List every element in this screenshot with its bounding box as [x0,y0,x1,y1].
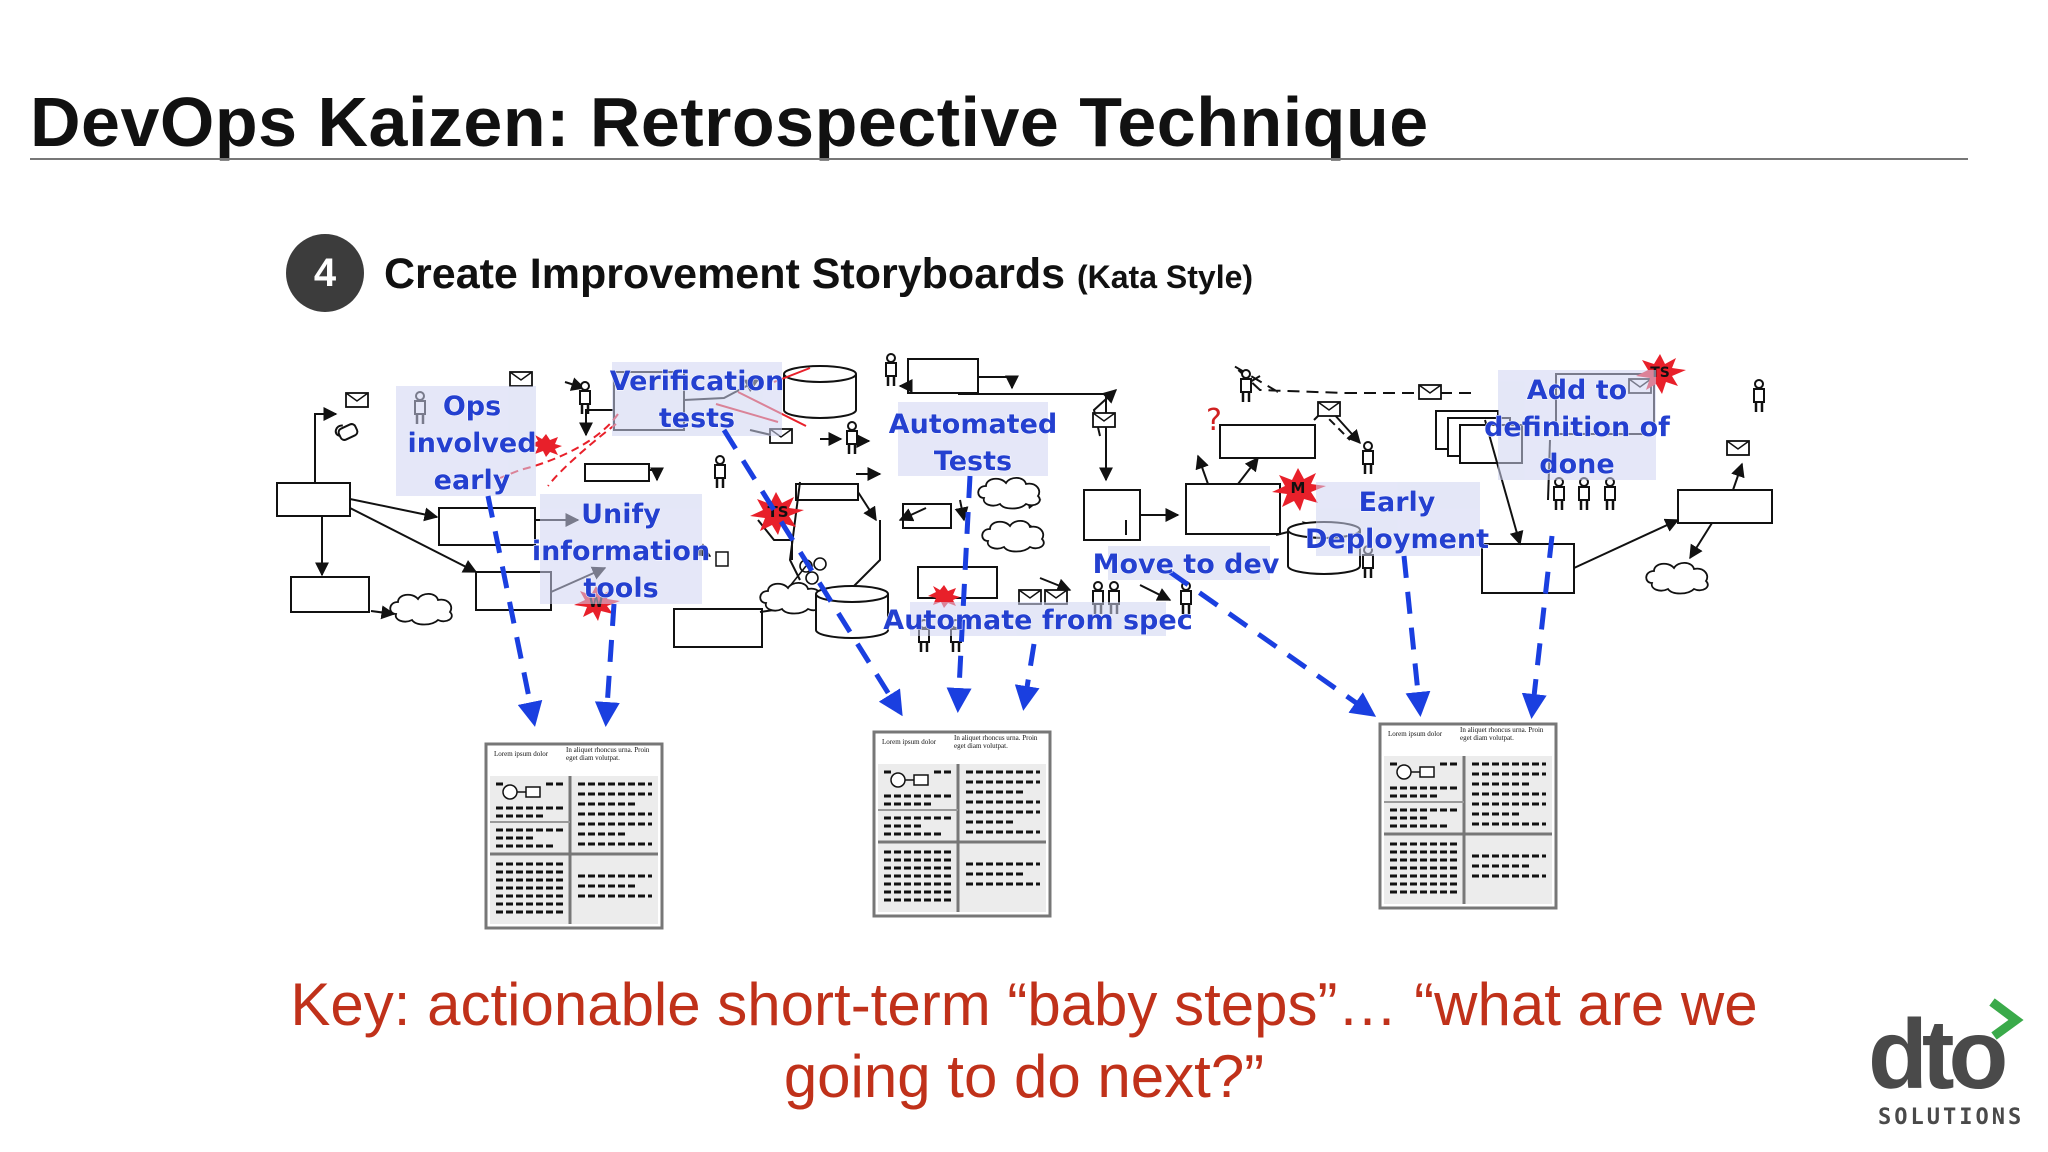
improvement-arrows [485,428,1555,727]
svg-text:definition of: definition of [1484,412,1670,443]
logo-wordmark: dto [1868,999,2005,1109]
dto-solutions-logo: dto SOLUTIONS [1868,998,2024,1130]
storyboard-2: Lorem ipsum dolor In aliquet rhoncus urn… [872,730,1052,918]
logo-chevron [1989,998,2024,1040]
key-message-line-2: going to do next?” [783,1043,1265,1110]
svg-text:eget diam volutpat.: eget diam volutpat. [566,754,620,762]
label-move-to-dev: Move to dev [1093,549,1280,580]
svg-text:eget diam volutpat.: eget diam volutpat. [1460,734,1514,742]
svg-text:In aliquet rhoncus urna. Proin: In aliquet rhoncus urna. Proin [954,734,1038,742]
burst-m-label: M [1291,479,1306,497]
step-heading: Create Improvement Storyboards (Kata Sty… [384,250,1253,299]
svg-text:Early: Early [1359,487,1436,518]
improvement-labels: Ops involved early Verification tests Au… [407,366,1671,637]
svg-text:Ops: Ops [443,391,501,422]
svg-text:Deployment: Deployment [1305,524,1489,555]
storyboard-3: Lorem ipsum dolor In aliquet rhoncus urn… [1378,722,1558,910]
svg-text:early: early [434,465,511,496]
question-mark: ? [1206,403,1222,438]
label-automate-from-spec: Automate from spec [883,605,1192,636]
storyboard-1: Lorem ipsum dolor In aliquet rhoncus urn… [484,742,664,930]
burst-m: M [1272,468,1326,511]
svg-text:Tests: Tests [934,446,1012,477]
logo-tagline: SOLUTIONS [1878,1105,2024,1130]
svg-text:Lorem ipsum dolor: Lorem ipsum dolor [882,738,937,746]
svg-text:information: information [532,536,710,567]
label-automated-tests: Automated Tests [888,409,1057,478]
slide-title: DevOps Kaizen: Retrospective Technique [30,83,1429,161]
svg-text:In aliquet rhoncus urna. Proin: In aliquet rhoncus urna. Proin [566,746,650,754]
svg-text:Lorem ipsum dolor: Lorem ipsum dolor [494,750,549,758]
title-divider [30,158,1968,160]
step-heading-suffix: (Kata Style) [1076,259,1254,295]
svg-text:In aliquet rhoncus urna. Proin: In aliquet rhoncus urna. Proin [1460,726,1544,734]
label-add-to-definition-of-done: Add to definition of done [1484,375,1671,481]
svg-text:Unify: Unify [581,499,661,530]
label-early-deployment: Early Deployment [1304,487,1489,556]
label-unify-information-tools: Unify information tools [531,499,710,605]
svg-text:Verification: Verification [610,366,784,397]
svg-text:eget diam volutpat.: eget diam volutpat. [954,742,1008,750]
label-verification-tests: Verification tests [609,366,784,435]
svg-text:Add to: Add to [1527,375,1627,406]
label-ops-involved-early: Ops involved early [407,391,537,497]
svg-text:tests: tests [659,403,735,434]
svg-text:Automated: Automated [889,409,1057,440]
step-number-badge: 4 [286,234,364,312]
step-heading-text: Create Improvement Storyboards [384,250,1066,298]
svg-text:Lorem ipsum dolor: Lorem ipsum dolor [1388,730,1443,738]
label-highlights [396,362,1656,636]
key-message-line-1: Key: actionable short-term “baby steps”…… [290,971,1758,1038]
svg-text:done: done [1539,449,1614,480]
vsm-icons [334,352,1766,654]
svg-text:involved: involved [407,428,536,459]
svg-text:tools: tools [583,573,658,604]
